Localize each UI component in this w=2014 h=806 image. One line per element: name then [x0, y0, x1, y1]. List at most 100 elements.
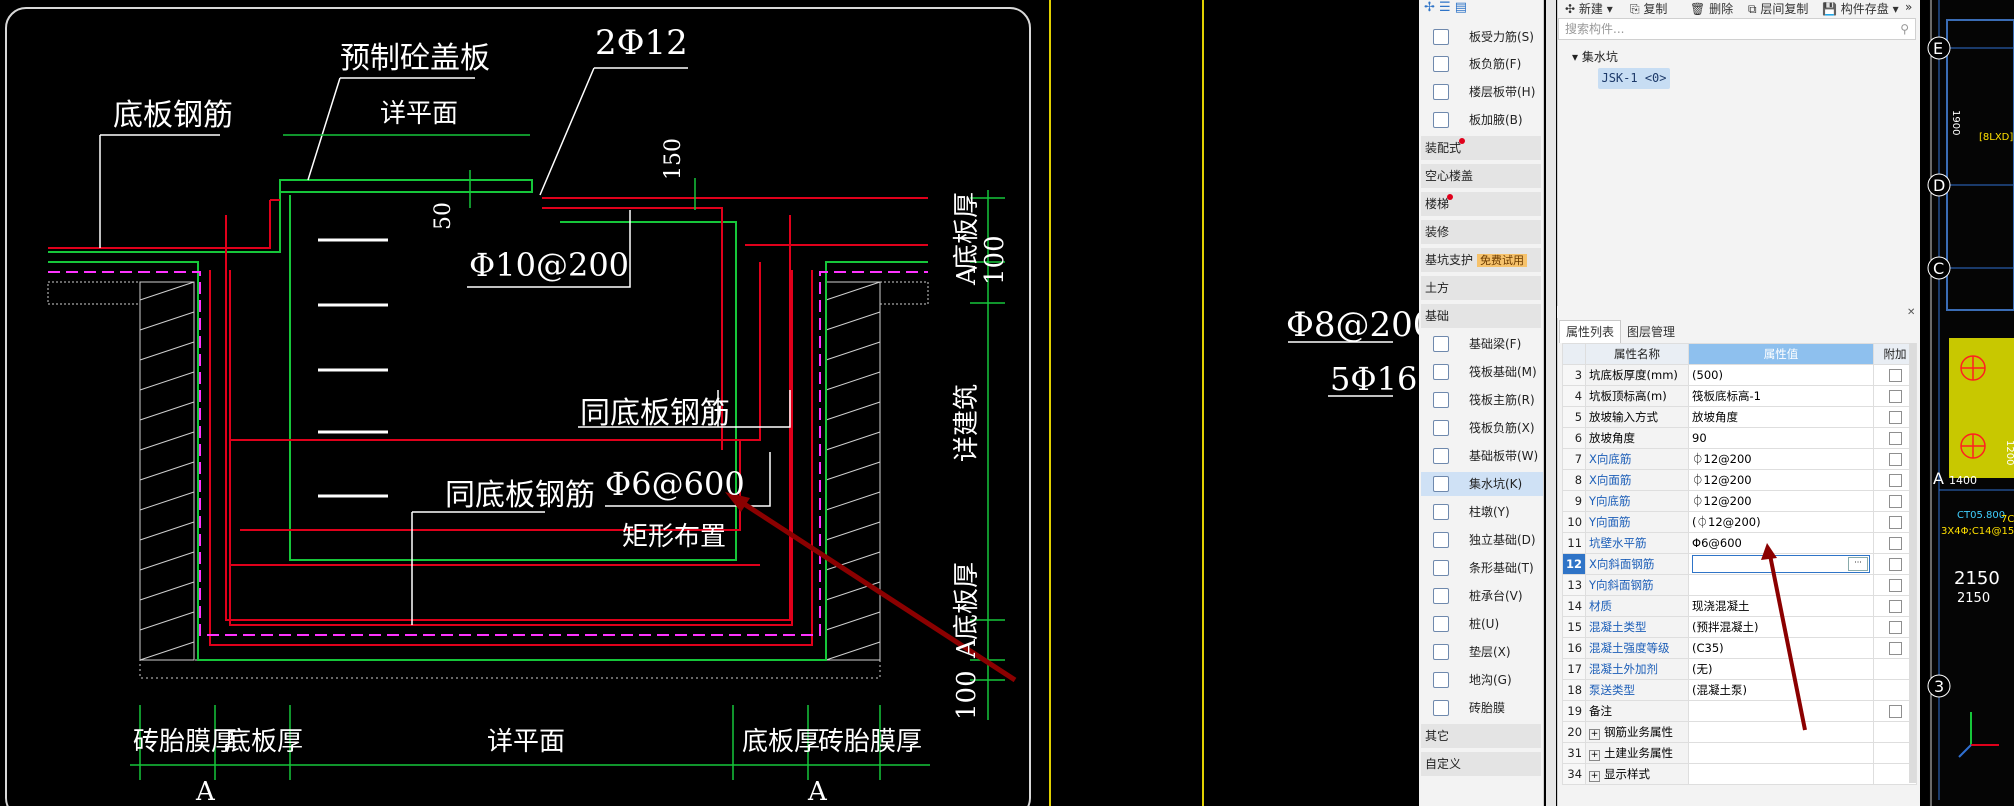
property-scrollbar[interactable] — [1909, 343, 1916, 783]
extra-checkbox[interactable] — [1888, 390, 1902, 403]
extra-checkbox[interactable] — [1888, 411, 1902, 424]
label-detail-plane-2: 详平面 — [487, 727, 565, 757]
sidebar-item-slab-neg-rebar[interactable]: 板负筋(F) — [1421, 52, 1543, 76]
cad-vertical-texts: 150 50 底板厚 A 100 详建筑 底板厚 A 100 — [431, 138, 1010, 720]
expand-icon[interactable]: + — [1589, 771, 1601, 782]
tree-node-sump-pit[interactable]: ▾ 集水坑 — [1572, 50, 1618, 64]
label-brick-thk-1: 砖胎膜厚 — [133, 727, 237, 757]
sidebar-item-raft-main-rebar[interactable]: 筏板主筋(R) — [1421, 388, 1543, 412]
floor-copy-button[interactable]: ⧉ 层间复制 — [1748, 2, 1809, 16]
sidebar-item-isolated-footing[interactable]: 独立基础(D) — [1421, 528, 1543, 552]
extra-checkbox[interactable] — [1888, 621, 1902, 634]
sidebar-item-cushion[interactable]: 垫层(X) — [1421, 640, 1543, 664]
extra-checkbox[interactable] — [1888, 453, 1902, 466]
component-search-input[interactable]: 搜索构件...⚲ — [1558, 18, 1916, 40]
extra-checkbox[interactable] — [1888, 537, 1902, 550]
category-hollow-slab[interactable]: 空心楼盖 — [1421, 164, 1541, 188]
tab-property-list[interactable]: 属性列表 — [1559, 320, 1622, 343]
table-row[interactable]: 31+土建业务属性 — [1561, 742, 1918, 764]
extra-checkbox[interactable] — [1888, 495, 1902, 508]
expand-icon[interactable]: + — [1589, 729, 1601, 740]
panel-toolbar-icons[interactable]: ✢ ☰ ▤ — [1424, 0, 1468, 15]
category-prefab[interactable]: 装配式 — [1421, 136, 1541, 160]
sidebar-item-sump-pit[interactable]: 集水坑(K) — [1421, 472, 1543, 496]
column-markers — [1960, 355, 1986, 459]
sidebar-item-floor-band[interactable]: 楼层板带(H) — [1421, 80, 1543, 104]
extra-checkbox[interactable] — [1888, 705, 1902, 718]
value-edit-field[interactable]: ··· — [1692, 555, 1871, 573]
extra-checkbox[interactable] — [1888, 558, 1902, 571]
grid-labels: E D C A 3 2150 2150 1400 CT05.800 3X4Φ;C… — [1927, 36, 2014, 698]
extra-checkbox[interactable] — [1888, 642, 1902, 655]
slab-rebar-icon — [1433, 29, 1449, 45]
table-row[interactable]: 20+钢筋业务属性 — [1561, 721, 1918, 743]
isolated-footing-icon — [1433, 532, 1449, 548]
waterproof-layer — [48, 271, 928, 636]
category-earthwork[interactable]: 土方 — [1421, 276, 1541, 300]
sidebar-item-slab-rebar[interactable]: 板受力筋(S) — [1421, 25, 1543, 49]
more-icon[interactable]: » — [1905, 0, 1913, 14]
panel-splitter[interactable] — [1557, 306, 1919, 318]
extra-checkbox[interactable] — [1888, 369, 1902, 382]
category-custom[interactable]: 自定义 — [1421, 752, 1541, 776]
tab-layer-management[interactable]: 图层管理 — [1627, 325, 1676, 339]
sidebar-item-slab-haunch[interactable]: 板加腋(B) — [1421, 108, 1543, 132]
precast-cover-slab — [279, 179, 533, 193]
sidebar-item-column-pier[interactable]: 柱墩(Y) — [1421, 500, 1543, 524]
sidebar-item-raft[interactable]: 筏板基础(M) — [1421, 360, 1543, 384]
dimension-lines — [130, 134, 1005, 780]
svg-text:1900: 1900 — [1950, 110, 1961, 135]
extra-checkbox[interactable] — [1888, 432, 1902, 445]
extra-checkbox[interactable] — [1888, 600, 1902, 613]
svg-text:C: C — [1933, 259, 1944, 278]
foundation-beam-icon — [1433, 336, 1449, 352]
save-component-button[interactable]: 💾 构件存盘 ▾ — [1822, 2, 1899, 16]
new-button[interactable]: ✣ 新建 ▾ — [1565, 2, 1613, 16]
copy-button[interactable]: ⎘ 复制 — [1630, 2, 1668, 16]
ellipsis-button[interactable]: ··· — [1848, 557, 1869, 571]
label-A-3: A — [952, 265, 982, 286]
category-stairs[interactable]: 楼梯 — [1421, 192, 1541, 216]
tree-node-jsk1[interactable]: JSK-1 <0> — [1598, 68, 1670, 89]
expand-icon[interactable]: + — [1589, 750, 1601, 761]
sidebar-item-strip-footing[interactable]: 条形基础(T) — [1421, 556, 1543, 580]
sidebar-item-foundation-band[interactable]: 基础板带(W) — [1421, 444, 1543, 468]
sidebar-item-trench[interactable]: 地沟(G) — [1421, 668, 1543, 692]
category-pit-support[interactable]: 基坑支护免费试用 — [1421, 248, 1541, 272]
leader-lines — [99, 67, 1393, 625]
sidebar-item-raft-neg-rebar[interactable]: 筏板负筋(X) — [1421, 416, 1543, 440]
extra-checkbox[interactable] — [1888, 474, 1902, 487]
category-other[interactable]: 其它 — [1421, 724, 1541, 748]
new-dot-icon — [1459, 138, 1465, 144]
label-150: 150 — [661, 138, 686, 180]
extra-checkbox[interactable] — [1888, 579, 1902, 592]
sidebar-item-pile[interactable]: 桩(U) — [1421, 612, 1543, 636]
cad-drawing-canvas[interactable]: 底板钢筋 预制砼盖板 详平面 2Φ12 Φ10@200 同底板钢筋 同底板钢筋 … — [0, 0, 1419, 806]
close-icon[interactable]: ✕ — [1907, 307, 1916, 318]
sidebar-item-foundation-beam[interactable]: 基础梁(F) — [1421, 332, 1543, 356]
drawing-frame — [5, 7, 1031, 806]
sidebar-item-brick-mold[interactable]: 砖胎膜 — [1421, 696, 1543, 720]
table-row[interactable]: 34+显示样式 — [1561, 763, 1918, 785]
sidebar-scrollbar[interactable] — [1546, 0, 1556, 806]
category-foundation[interactable]: 基础 — [1421, 304, 1541, 328]
sidebar-item-pile-cap[interactable]: 桩承台(V) — [1421, 584, 1543, 608]
delete-button[interactable]: 🗑 删除 — [1690, 2, 1734, 16]
extra-checkbox[interactable] — [1888, 516, 1902, 529]
right-drawing-svg[interactable]: E D C A 3 2150 2150 1400 CT05.800 3X4Φ;C… — [1919, 0, 2014, 806]
category-decoration[interactable]: 装修 — [1421, 220, 1541, 244]
